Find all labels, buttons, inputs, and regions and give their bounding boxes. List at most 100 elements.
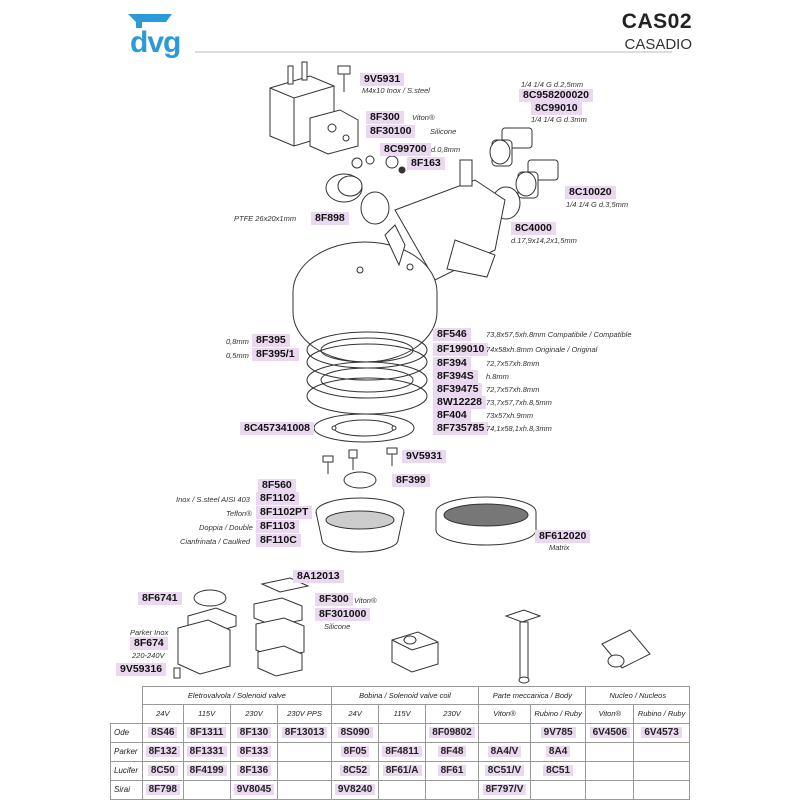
cell-code: 8F48	[437, 746, 467, 757]
part-cell: 8F13013	[277, 722, 332, 743]
part-note: Teflon®	[226, 509, 252, 518]
row-label: Ode	[110, 722, 143, 743]
part-note: Matrix	[549, 543, 570, 552]
part-code: 8F300	[315, 593, 353, 606]
part-code: 8F1102	[256, 492, 300, 505]
part-note: Cianfrinata / Caulked	[180, 537, 251, 546]
cell-code: 8F05	[340, 746, 370, 757]
part-note: 220-240V	[132, 651, 165, 660]
part-code: 8F395/1	[252, 348, 299, 361]
screws-shower-icon	[322, 447, 398, 474]
solenoid-valve-middle-icon	[253, 577, 310, 677]
part-note: 1/4 1/4 G d.3mm	[531, 115, 587, 124]
part-cell	[378, 779, 426, 800]
part-cell: 8S46	[142, 722, 184, 743]
cell-code: 8F797/V	[482, 784, 527, 795]
model-name: CASADIO	[624, 36, 692, 53]
cell-code: 8F798	[145, 784, 180, 795]
sub-header: Viton®	[478, 704, 531, 724]
part-code: 9V5931	[402, 450, 447, 463]
part-note: 73,8x57,5xh.8mm Compatibile / Compatible	[486, 330, 632, 339]
cell-code: 8F61	[437, 765, 467, 776]
cell-code: 8F136	[236, 765, 272, 776]
part-note: Viton®	[354, 596, 377, 605]
part-cell	[277, 760, 332, 781]
part-cell: 8C51/V	[478, 760, 531, 781]
ptfe-gasket-icon	[360, 191, 390, 225]
cell-code: 6V4506	[589, 727, 631, 738]
part-code: 8F612020	[535, 530, 591, 543]
cell-code: 8C51/V	[484, 765, 525, 776]
part-cell: 9V8240	[330, 779, 380, 800]
nut-fitting-icon	[325, 173, 363, 203]
part-cell: 8C50	[142, 760, 184, 781]
part-code: 8A12013	[293, 570, 344, 583]
part-code: 8F395	[252, 334, 290, 347]
solenoid-valve-left-icon	[173, 589, 237, 679]
group-header: Bobina / Solenoid valve coil	[330, 686, 480, 705]
part-cell	[277, 779, 332, 800]
part-note: 74x58xh.8mm Originale / Original	[486, 345, 598, 354]
sub-header: 230V PPS	[277, 704, 332, 724]
row-label: Parker	[110, 741, 143, 762]
part-cell: 8F48	[424, 741, 480, 762]
part-code: 8F300	[366, 111, 404, 124]
cell-code: 8S090	[337, 727, 373, 738]
group-header: Nucleo / Nucleos	[585, 686, 690, 705]
cell-code: 8S46	[148, 727, 178, 738]
part-code: 8F560	[258, 479, 296, 492]
solenoid-coil-top-icon	[269, 61, 359, 155]
table-corner	[111, 687, 143, 705]
part-cell	[424, 779, 480, 800]
part-code: 8F1102PT	[256, 506, 313, 519]
part-code: 8W12228	[433, 396, 486, 409]
cell-code: 8F130	[236, 727, 272, 738]
solenoid-coil-icon	[391, 631, 439, 673]
part-cell	[633, 741, 690, 762]
part-note: 74,1x58,1xh.8,3mm	[486, 424, 552, 433]
part-note: M4x10 Inox / S.steel	[362, 86, 430, 95]
part-cell: 8F4199	[182, 760, 231, 781]
part-cell	[277, 741, 332, 762]
part-cell: 9V8045	[229, 779, 279, 800]
part-code: 8F399	[392, 474, 430, 487]
filter-basket-icon	[315, 497, 405, 553]
part-cell: 8F1311	[182, 722, 231, 743]
model-code: CAS02	[621, 10, 692, 33]
nucleus-icon	[601, 629, 651, 669]
part-cell: 8C51	[529, 760, 587, 781]
mechanical-body-icon	[504, 609, 542, 684]
part-cell: 8F1331	[182, 741, 231, 762]
screw-top-icon	[337, 65, 351, 92]
part-note: 72,7x57xh.8mm	[486, 385, 540, 394]
part-cell	[633, 779, 690, 800]
fitting-upper-icon	[489, 127, 533, 167]
part-cell: 6V4506	[585, 722, 635, 743]
part-cell: 9V785	[529, 722, 587, 743]
part-note: Viton®	[412, 113, 435, 122]
part-cell: 8F05	[330, 741, 380, 762]
part-code: 8C99010	[531, 102, 582, 115]
part-cell	[633, 760, 690, 781]
part-code: 9V59316	[116, 663, 167, 676]
part-code: 8F199010	[433, 343, 489, 356]
part-code: 8F735785	[433, 422, 489, 435]
cell-code: 8A4	[545, 746, 571, 757]
cell-code: 8F4199	[186, 765, 227, 776]
sub-header: 115V	[378, 704, 426, 724]
sub-header: 24V	[330, 704, 380, 724]
part-code: 8F6741	[138, 592, 182, 605]
matrix-basket-icon	[435, 496, 537, 546]
sub-header: 24V	[142, 704, 184, 724]
shower-screen-small-icon	[343, 471, 377, 489]
part-cell: 8S090	[330, 722, 380, 743]
part-code: 8F394S	[433, 370, 478, 383]
group-header: Eletrovalvola / Solenoid valve	[142, 686, 332, 705]
part-code: 8F394	[433, 357, 471, 370]
sub-header: Viton®	[585, 704, 635, 724]
parts-table: Eletrovalvola / Solenoid valve Bobina / …	[110, 686, 690, 800]
